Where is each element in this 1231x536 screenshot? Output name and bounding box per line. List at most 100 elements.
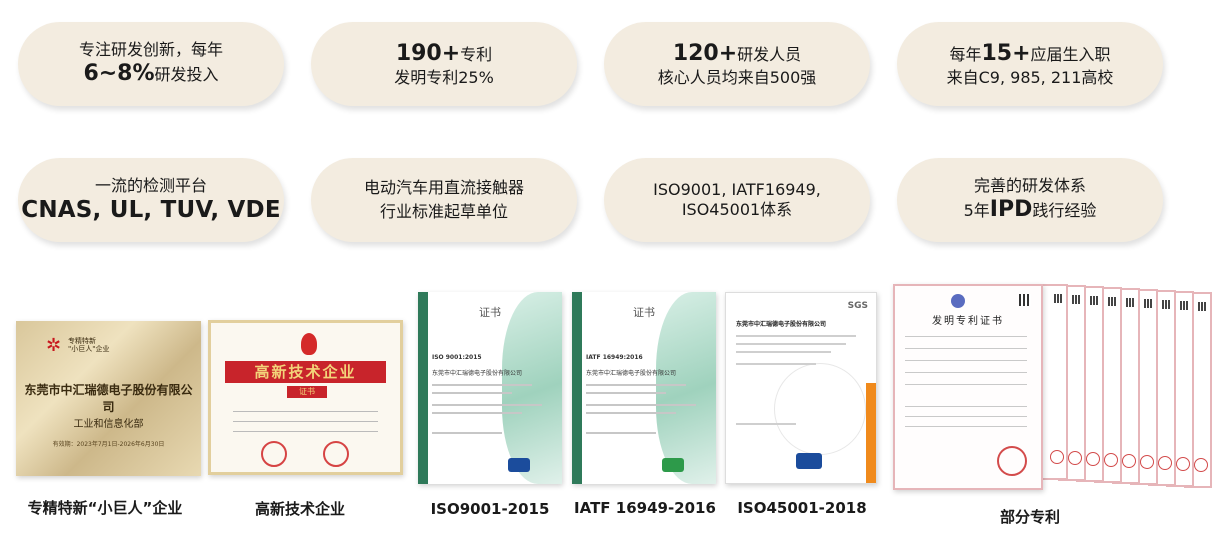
pill-text: ISO9001, IATF16949, (653, 180, 821, 199)
pill-text: 研发人员 (737, 45, 802, 65)
dekra-band (418, 292, 428, 484)
red-seal-icon (1086, 452, 1100, 466)
patent-sheet (1040, 284, 1068, 480)
text-line (432, 432, 502, 434)
text-line (736, 363, 816, 365)
pill-highlight: 15+ (981, 41, 1031, 67)
pill-text: 应届生入职 (1030, 45, 1111, 65)
pill-text: 电动汽车用直流接触器 (363, 178, 524, 197)
pill-text: 一流的检测平台 (94, 175, 207, 195)
caption-iso9001: ISO9001-2015 (430, 500, 550, 518)
decor-wave (502, 292, 562, 484)
feature-pill-rd-investment: 专注研发创新，每年 6~8%研发投入 (18, 22, 284, 106)
certificate-header: 证书 (479, 306, 501, 319)
sgs-orange-band (866, 383, 876, 483)
certificate-company: 东莞市中汇瑞德电子股份有限公司 (432, 370, 523, 377)
red-seal-icon (997, 446, 1027, 476)
text-line (905, 360, 1027, 361)
text-line (432, 384, 532, 386)
text-line (586, 392, 666, 394)
flame-emblem-icon (301, 333, 317, 355)
qr-code-icon (1126, 298, 1135, 307)
text-line (736, 423, 796, 425)
qr-code-icon (1180, 301, 1189, 310)
text-line (905, 426, 1027, 427)
red-seal-icon (1140, 455, 1154, 469)
sgs-logo: SGS (847, 301, 868, 311)
text-line (432, 404, 542, 406)
little-giant-logo-icon: ✲ (46, 335, 62, 356)
pill-text: 5年 (963, 201, 990, 221)
logo-text: 专精特新 (68, 337, 96, 345)
patent-certificate: 发明专利证书 (893, 284, 1043, 490)
certificate-company: 东莞市中汇瑞德电子股份有限公司 (736, 321, 827, 328)
pill-text: 践行经验 (1032, 201, 1097, 221)
text-line (905, 416, 1027, 417)
certificate-header: 证书 (633, 306, 655, 319)
certificate-standard: ISO 9001:2015 (432, 354, 482, 361)
text-line (233, 421, 378, 422)
feature-pill-ipd: 完善的研发体系 5年IPD践行经验 (897, 158, 1163, 242)
caption-iso45001: ISO45001-2018 (737, 499, 867, 517)
pill-highlight: 190+ (395, 41, 461, 67)
text-line (233, 411, 378, 412)
iaf-logo-icon (796, 453, 822, 469)
feature-pill-graduates: 每年15+应届生入职 来自C9, 985, 211高校 (897, 22, 1163, 106)
qr-code-icon (1019, 294, 1031, 306)
qr-code-icon (1108, 297, 1117, 306)
feature-pill-iso-systems: ISO9001, IATF16949, ISO45001体系 (604, 158, 870, 242)
red-seal-icon (1104, 453, 1118, 467)
decor-wave (656, 292, 716, 484)
red-seal-icon (1194, 458, 1208, 472)
pill-text: 行业标准起草单位 (379, 202, 508, 221)
text-line (432, 392, 512, 394)
plaque-department: 工业和信息化部 (73, 419, 144, 430)
red-seal-icon (1050, 450, 1064, 464)
certificate-subtitle: 证书 (287, 386, 327, 398)
pill-text: 专利 (460, 45, 493, 65)
certificate-title: 发明专利证书 (932, 316, 1004, 327)
text-line (432, 412, 522, 414)
pill-text: 专注研发创新，每年 (78, 40, 223, 60)
feature-pill-patents: 190+专利 发明专利25% (311, 22, 577, 106)
text-line (736, 335, 856, 337)
pill-text: 核心人员均来自500强 (657, 67, 817, 87)
qr-code-icon (1072, 295, 1081, 304)
red-seal-icon (1176, 457, 1190, 471)
certificate-standard: IATF 16949:2016 (586, 354, 643, 361)
plaque-validity: 有效期：2023年7月1日-2026年6月30日 (52, 441, 165, 448)
text-line (736, 351, 831, 353)
text-line (586, 404, 696, 406)
text-line (586, 384, 686, 386)
caption-high-tech: 高新技术企业 (254, 500, 345, 518)
iso45001-certificate: SGS 东莞市中汇瑞德电子股份有限公司 (725, 292, 877, 484)
red-seal-icon (261, 441, 287, 467)
text-line (586, 412, 676, 414)
pill-text: 研发投入 (154, 65, 219, 85)
high-tech-certificate: 高新技术企业 证书 (208, 320, 403, 475)
feature-pill-rd-staff: 120+研发人员 核心人员均来自500强 (604, 22, 870, 106)
pill-text: 每年 (949, 45, 982, 65)
pill-text: ISO45001体系 (681, 200, 793, 219)
pill-text: 来自C9, 985, 211高校 (946, 67, 1114, 87)
red-seal-icon (1158, 456, 1172, 470)
text-line (905, 372, 1027, 373)
pill-highlight: 6~8% (83, 61, 155, 87)
pill-highlight: 120+ (672, 41, 738, 67)
plaque-company: 东莞市中汇瑞德电子股份有限公司 (24, 383, 193, 414)
text-line (905, 384, 1027, 385)
qr-code-icon (1198, 302, 1207, 311)
iatf-logo-icon (662, 458, 684, 472)
caption-iatf16949: IATF 16949-2016 (574, 499, 716, 517)
qr-code-icon (1144, 299, 1153, 308)
red-seal-icon (323, 441, 349, 467)
qr-code-icon (1090, 296, 1099, 305)
pill-highlight: CNAS, UL, TUV, VDE (21, 196, 281, 223)
decor-circle (774, 363, 866, 455)
iaf-logo-icon (508, 458, 530, 472)
logo-text: "小巨人"企业 (68, 345, 110, 354)
caption-little-giant: 专精特新“小巨人”企业 (27, 499, 183, 517)
text-line (905, 348, 1027, 349)
dekra-band (572, 292, 582, 484)
certificate-title: 高新技术企业 (225, 361, 386, 383)
